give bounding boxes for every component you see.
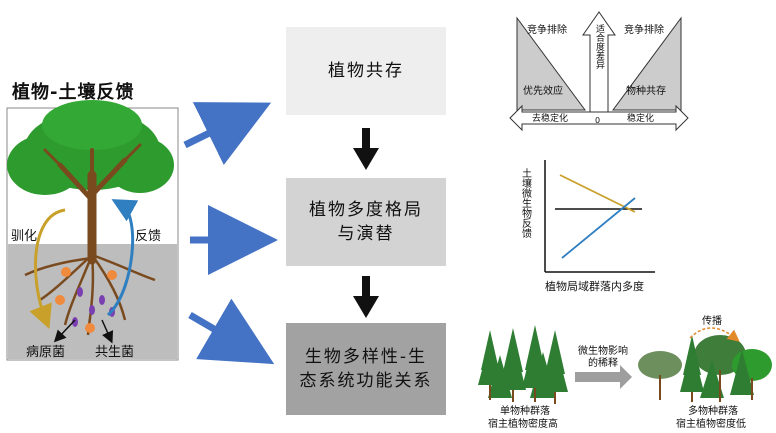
dilution-label-2: 的稀释	[588, 356, 618, 369]
feedback-label: 反馈	[135, 229, 161, 244]
forest-panel: 微生物影响 的稀释 传播 单物种群落 宿主植物密度高 多物种群落 宿主植物密度低	[478, 314, 772, 430]
pathogen-arrow	[53, 319, 76, 343]
pathogen-dot	[61, 267, 71, 277]
left-caption-2: 宿主植物密度高	[488, 417, 558, 430]
blue-series-line	[561, 197, 636, 259]
right-bottom-label: 物种共存	[626, 84, 666, 97]
coexistence-box: 植物共存	[286, 27, 446, 115]
pathogen-dot	[55, 295, 65, 305]
destabilize-label: 去稳定化	[532, 112, 568, 124]
left-bottom-label: 优先效应	[523, 84, 563, 97]
symbiont-dot	[89, 305, 95, 315]
symbiont-dot	[99, 295, 105, 305]
tree-panel: 驯化 反馈 病原菌 共生菌	[6, 100, 179, 361]
pathogen-label: 病原菌	[26, 345, 65, 360]
pathogen-dot	[85, 323, 95, 333]
left-top-label: 竞争排除	[527, 23, 567, 36]
symbiont-dot	[77, 287, 83, 297]
spread-arc	[689, 327, 740, 342]
gold-series-line	[559, 174, 636, 213]
abundance-label-line1: 植物多度格局	[309, 200, 423, 220]
right-caption-1: 多物种群落	[688, 404, 738, 417]
single-species-stand	[478, 325, 568, 404]
origin-label: 0	[595, 116, 600, 125]
chart-xlabel: 植物局域群落内多度	[545, 279, 644, 293]
dilution-arrow	[575, 365, 632, 389]
spread-label: 传播	[702, 314, 722, 327]
microbe-dots	[55, 267, 117, 333]
stabilization-axis-arrow	[509, 104, 689, 132]
arrow-to-coexistence	[183, 102, 272, 165]
arrow-to-bef	[188, 298, 275, 365]
left-caption-1: 单物种群落	[500, 404, 550, 417]
psf-title: 植物-土壤反馈	[12, 82, 135, 103]
fitness-axis-arrow	[582, 11, 616, 119]
abundance-succession-box: 植物多度格局 与演替	[286, 178, 446, 266]
feedback-curve	[106, 199, 139, 317]
pathogen-dot	[107, 270, 117, 280]
domestication-label: 驯化	[11, 229, 37, 244]
tree-trunk	[43, 143, 142, 265]
symbiont-label: 共生菌	[95, 345, 134, 360]
domestication-curve	[29, 208, 66, 330]
down-arrow-2	[353, 276, 379, 318]
abundance-chart: 土壤微生物反馈 植物局域群落内多度	[520, 160, 655, 293]
chart-ylabel: 土壤微生物反馈	[520, 167, 532, 239]
bef-label-line1: 生物多样性-生	[304, 347, 428, 367]
bef-label-line2: 态系统功能关系	[299, 371, 433, 391]
stability-diagram: 竞争排除 竞争排除 优先效应 物种共存 适合度差异 去稳定化 稳定化 0	[509, 11, 689, 132]
right-top-label: 竞争排除	[624, 23, 664, 36]
symbiont-arrow	[101, 319, 114, 344]
bef-box: 生物多样性-生 态系统功能关系	[286, 323, 446, 415]
dilution-label-1: 微生物影响	[578, 344, 628, 357]
stabilize-label: 稳定化	[627, 112, 654, 124]
fitness-axis-label: 适合度差异	[594, 24, 605, 70]
symbiont-dot	[72, 317, 78, 327]
down-arrow-1	[353, 128, 379, 170]
abundance-label-line2: 与演替	[337, 224, 395, 244]
right-caption-2: 宿主植物密度低	[676, 417, 746, 430]
coexistence-label: 植物共存	[328, 61, 404, 81]
multi-species-stand	[638, 335, 772, 402]
